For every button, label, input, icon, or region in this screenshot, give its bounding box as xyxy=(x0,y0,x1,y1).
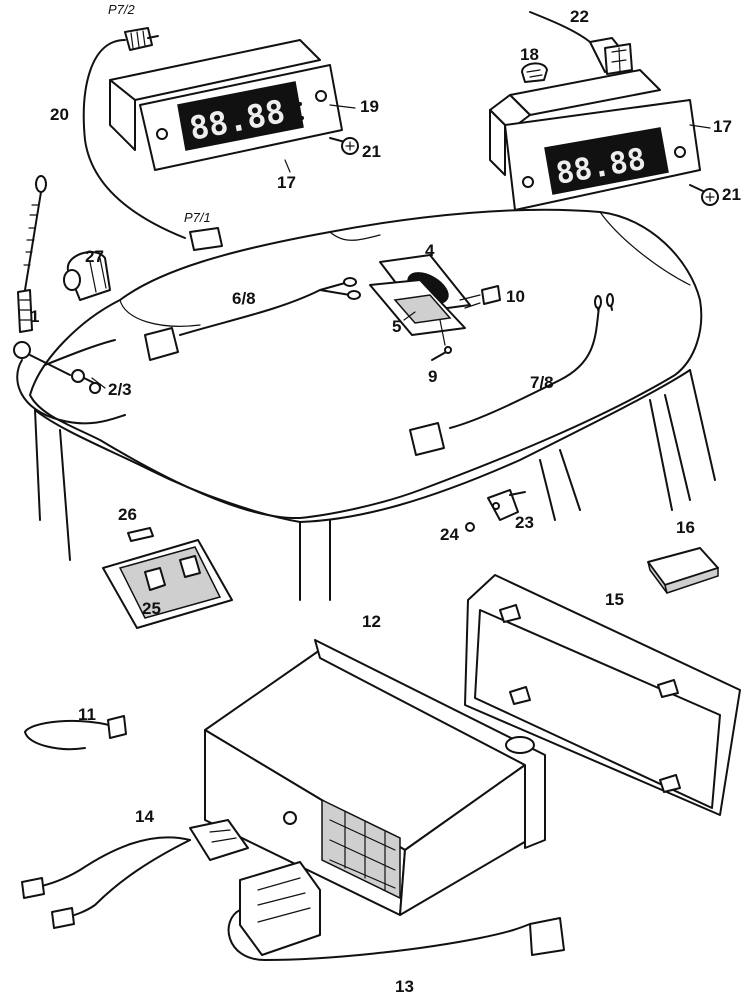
callout-12: 12 xyxy=(362,612,381,631)
radio-12 xyxy=(204,639,546,916)
callout-15: 15 xyxy=(605,590,624,609)
connector-label-p7-2: P7/2 xyxy=(108,2,136,17)
screw-24 xyxy=(465,522,475,532)
clamp-11 xyxy=(24,715,127,751)
callout-13: 13 xyxy=(395,977,414,996)
screw-21-left xyxy=(329,137,359,155)
frame-15 xyxy=(464,574,741,816)
callout-20: 20 xyxy=(50,105,69,124)
callout-27: 27 xyxy=(85,247,104,266)
lamp-25 xyxy=(102,539,233,629)
callout-23: 23 xyxy=(515,513,534,532)
callout-1: 1 xyxy=(30,307,39,326)
wire-harness-6-8 xyxy=(144,277,361,361)
callout-14: 14 xyxy=(135,807,154,826)
cab-roof xyxy=(29,208,716,601)
display-clock-right: 88.88 xyxy=(489,69,701,211)
callout-18: 18 xyxy=(520,45,539,64)
fuse-26 xyxy=(127,527,154,542)
ground-wire-2-3 xyxy=(44,339,116,394)
speaker-4-5 xyxy=(369,254,481,346)
callout-16: 16 xyxy=(676,518,695,537)
callout-26: 26 xyxy=(118,505,137,524)
screw-9 xyxy=(431,346,452,361)
display-clock-left: 88.88 xyxy=(109,39,343,171)
clock-face-right xyxy=(544,127,669,195)
callout-21-left: 21 xyxy=(362,142,381,161)
callout-labels: 1 2/3 4 5 6/8 7/8 9 10 11 12 13 14 15 16… xyxy=(30,2,741,996)
bulb-18 xyxy=(521,62,548,83)
wire-harness-14 xyxy=(21,819,249,929)
clip-10 xyxy=(481,285,501,305)
connector-label-p7-1: P7/1 xyxy=(184,210,211,225)
callout-21-right: 21 xyxy=(722,185,741,204)
callout-10: 10 xyxy=(506,287,525,306)
callout-6-8: 6/8 xyxy=(232,289,256,308)
antenna-1 xyxy=(13,175,126,425)
switch-23 xyxy=(487,489,526,521)
callout-24: 24 xyxy=(440,525,459,544)
callout-17-left: 17 xyxy=(277,173,296,192)
callout-2-3: 2/3 xyxy=(108,380,132,399)
wire-harness-13 xyxy=(227,861,565,961)
callout-25: 25 xyxy=(142,599,161,618)
callout-9: 9 xyxy=(428,367,437,386)
callout-4: 4 xyxy=(425,241,435,260)
callout-7-8: 7/8 xyxy=(530,373,554,392)
leader-lines xyxy=(91,104,711,389)
callout-19: 19 xyxy=(360,97,379,116)
callout-11: 11 xyxy=(78,705,96,724)
callout-22: 22 xyxy=(570,7,589,26)
wire-harness-7-8 xyxy=(409,293,614,456)
callout-5: 5 xyxy=(392,317,401,336)
knob-27 xyxy=(63,251,111,301)
screw-21-right xyxy=(689,184,719,206)
clock-face-left xyxy=(177,81,304,151)
wire-harness-20 xyxy=(82,27,223,251)
connector-22 xyxy=(529,11,633,75)
callout-17-right: 17 xyxy=(713,117,732,136)
pad-16 xyxy=(647,547,719,594)
